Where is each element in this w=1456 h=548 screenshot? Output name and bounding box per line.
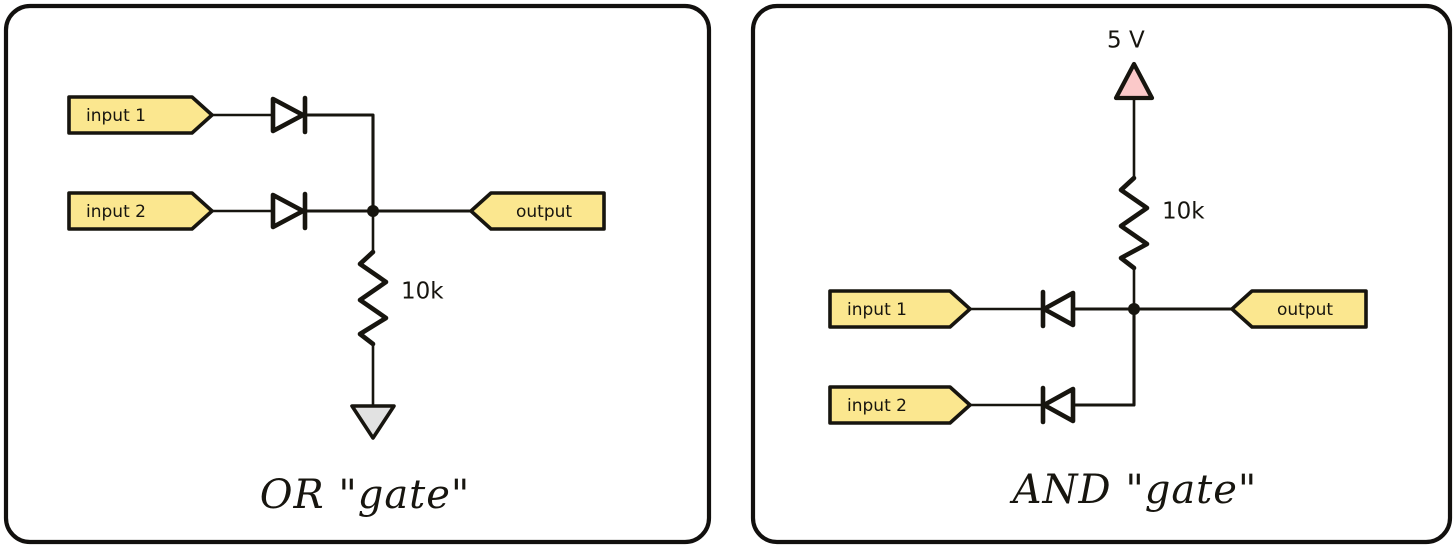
tag-pennant-shape bbox=[67, 191, 214, 231]
diode-triangle bbox=[270, 96, 306, 134]
panel-caption-or: OR "gate" bbox=[260, 472, 471, 518]
resistor-and-10k bbox=[1118, 175, 1150, 271]
resistor-value-label: 10k bbox=[1162, 199, 1205, 225]
tag-pennant-shape bbox=[469, 191, 606, 231]
panel-border-or bbox=[3, 3, 712, 545]
junction-node-dot bbox=[1128, 303, 1140, 315]
input-tag-label: input 1 bbox=[847, 300, 907, 320]
tag-pennant-shape bbox=[1230, 289, 1368, 329]
input-tag-and-1[interactable]: input 1 bbox=[828, 289, 972, 329]
output-tag-and[interactable]: output bbox=[1230, 289, 1368, 329]
input-tag-label: input 1 bbox=[86, 106, 146, 126]
panel-caption-and: AND "gate" bbox=[1009, 467, 1258, 513]
input-tag-label: input 2 bbox=[847, 396, 907, 416]
output-tag-label: output bbox=[1277, 300, 1333, 320]
panel-and-gate: 5 V 10k input 1 input 2 bbox=[750, 3, 1453, 545]
tag-pennant-shape bbox=[67, 95, 214, 135]
resistor-value-label: 10k bbox=[401, 279, 444, 305]
panel-or-gate: input 1 input 2 bbox=[3, 3, 712, 545]
input-tag-and-2[interactable]: input 2 bbox=[828, 385, 972, 425]
tag-pennant-shape bbox=[828, 385, 972, 425]
panel-border-and bbox=[750, 3, 1453, 545]
input-tag-or-2[interactable]: input 2 bbox=[67, 191, 214, 231]
output-tag-label: output bbox=[516, 202, 572, 222]
input-tag-label: input 2 bbox=[86, 202, 146, 222]
resistor-or-10k bbox=[357, 249, 389, 347]
wire-diode2-to-node bbox=[1071, 307, 1136, 407]
ground-triangle-icon bbox=[350, 404, 396, 440]
output-tag-or[interactable]: output bbox=[469, 191, 606, 231]
diode-triangle bbox=[270, 192, 306, 230]
tag-pennant-shape bbox=[828, 289, 972, 329]
wire-diode1-to-node bbox=[303, 113, 375, 213]
input-tag-or-1[interactable]: input 1 bbox=[67, 95, 214, 135]
supply-voltage-label: 5 V bbox=[1107, 28, 1145, 54]
